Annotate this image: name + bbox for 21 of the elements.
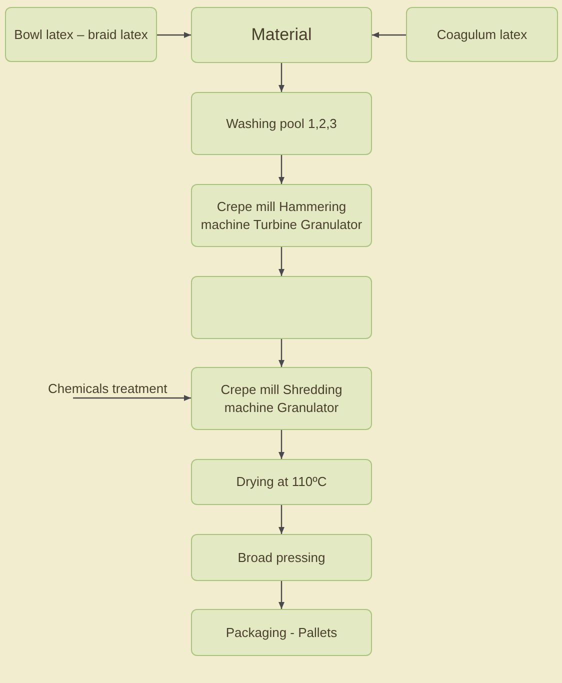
- arrow: [278, 247, 284, 276]
- arrow: [278, 63, 284, 92]
- process-box: Broad pressing: [191, 534, 372, 581]
- process-box: Washing pool 1,2,3: [191, 92, 372, 155]
- arrow: [278, 505, 284, 534]
- process-box: Drying at 110ºC: [191, 459, 372, 505]
- arrow: [278, 155, 284, 184]
- arrow: [278, 339, 284, 367]
- process-box: Coagulum latex: [406, 7, 558, 62]
- arrow: [278, 581, 284, 609]
- arrow: [157, 32, 191, 38]
- process-box: Bowl latex – braid latex: [5, 7, 157, 62]
- arrow: [372, 32, 406, 38]
- process-box: Crepe mill Hammering machine Turbine Granulator: [191, 184, 372, 247]
- process-box: [191, 276, 372, 339]
- process-box: Crepe mill Shredding machine Granulator: [191, 367, 372, 430]
- arrow: [73, 395, 191, 401]
- process-box: Packaging - Pallets: [191, 609, 372, 656]
- arrow: [278, 430, 284, 459]
- process-box: Material: [191, 7, 372, 63]
- edge-label: Chemicals treatment: [48, 382, 168, 395]
